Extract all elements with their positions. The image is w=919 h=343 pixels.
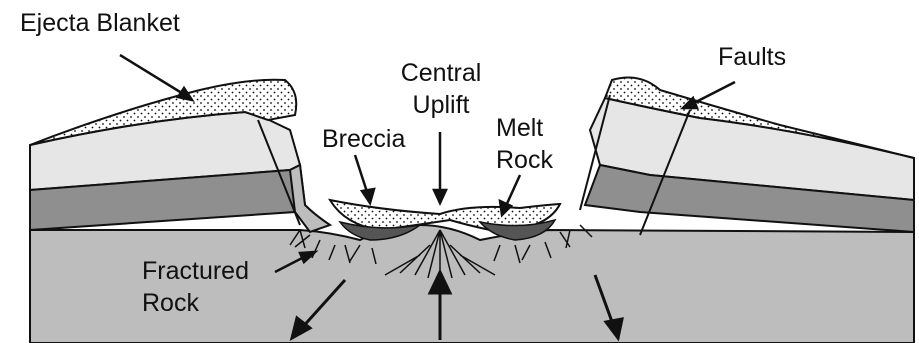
label-fractured-rock-line1: Fractured bbox=[142, 256, 249, 286]
label-melt-rock-line2: Rock bbox=[496, 145, 553, 175]
label-breccia: Breccia bbox=[322, 124, 405, 154]
label-fractured-rock-line2: Rock bbox=[142, 288, 199, 318]
label-ejecta-blanket: Ejecta Blanket bbox=[20, 8, 180, 38]
label-melt-rock-line1: Melt bbox=[496, 113, 543, 143]
label-central-uplift-line2: Uplift bbox=[396, 90, 486, 120]
label-faults: Faults bbox=[718, 42, 786, 72]
left-crater-wall bbox=[290, 165, 330, 232]
label-central-uplift-line1: Central bbox=[396, 58, 486, 88]
